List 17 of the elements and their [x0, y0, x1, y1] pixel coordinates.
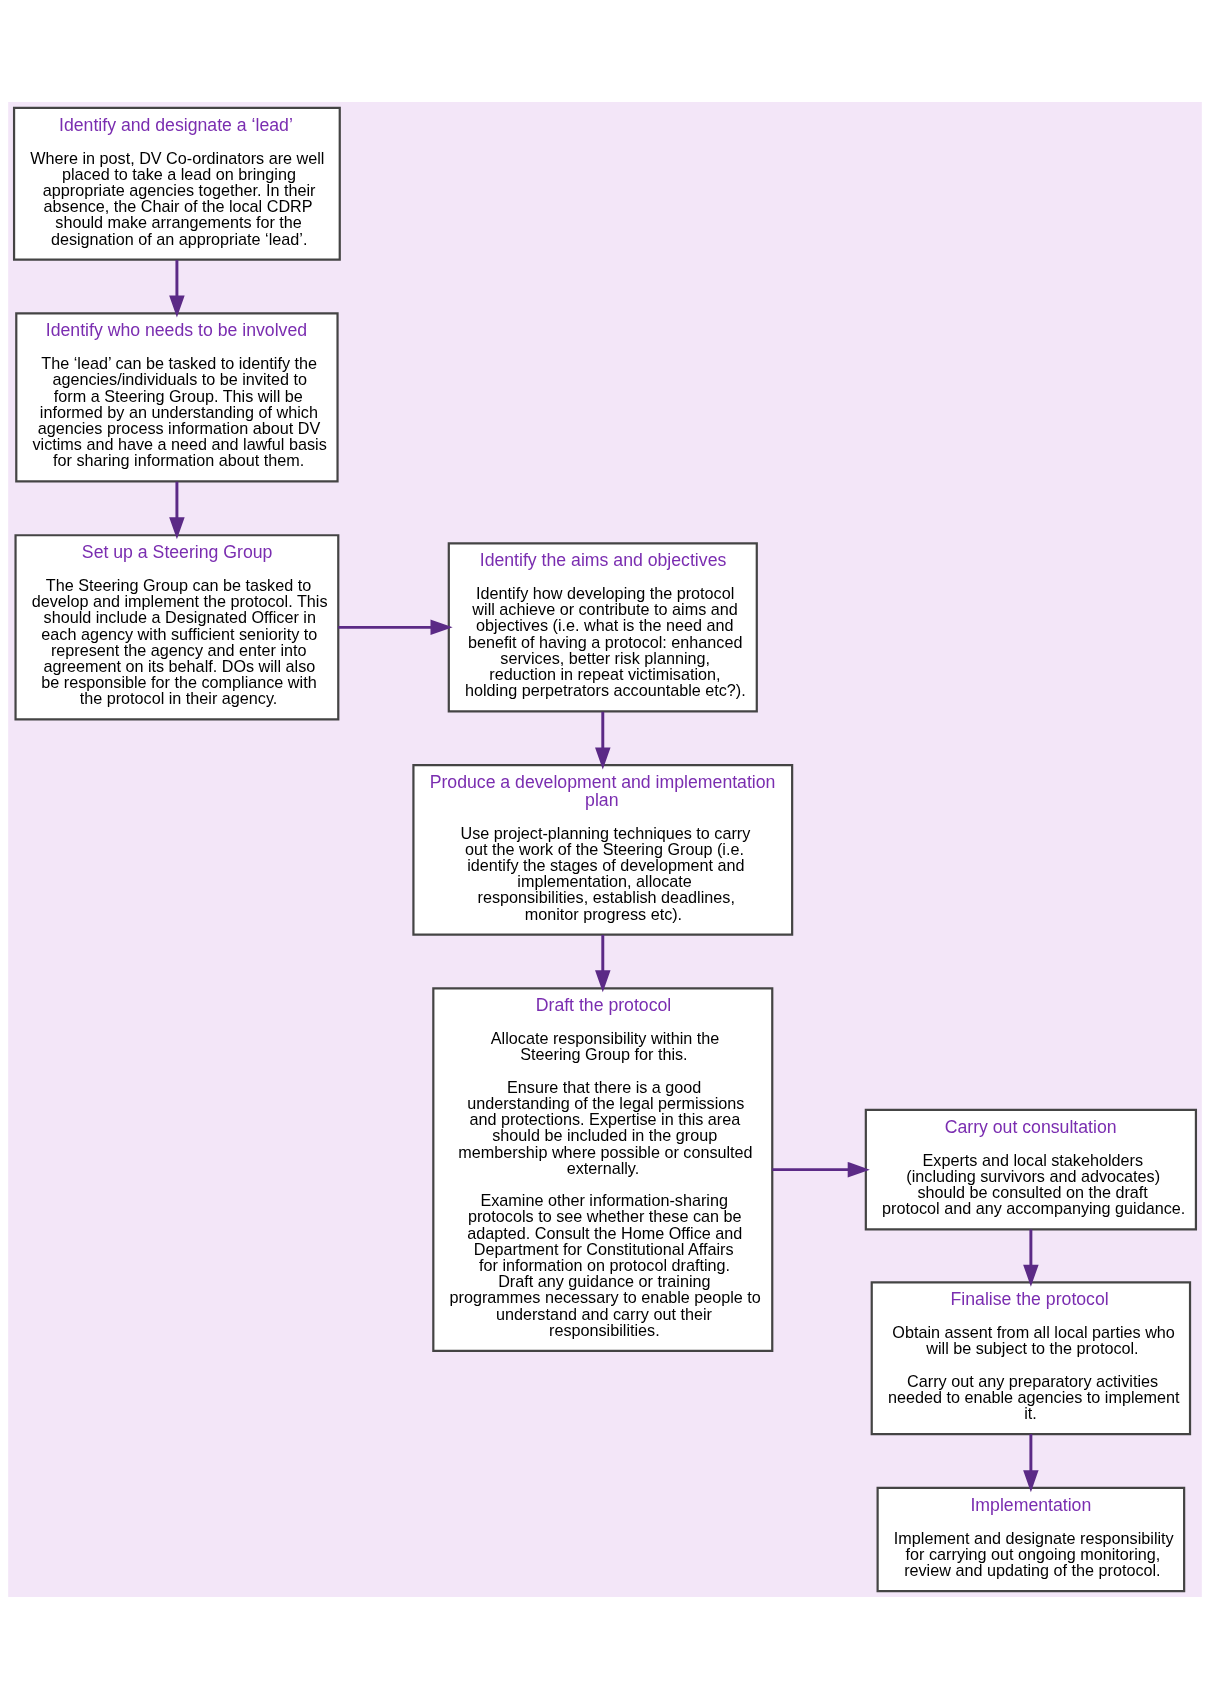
node-box: Produce a development and implementation plan Use project-planning techniques to carry out the work of the Steering Group (i.e. identify the stages of development and implementation, allocate responsibilities, establish deadlines, monitor progress etc).	[412, 763, 794, 936]
node-box: Carry out consultation Experts and local stakeholders (including survivors and advocates) should be consulted on the draft protocol and any accompanying guidance.	[864, 1108, 1198, 1230]
node-box: Identify and designate a ‘lead’ Where in post, DV Co-ordinators are well placed to take a lead on bringing appropriate agencies together. In their absence, the Chair of the local CDRP should make arrangements for the designation of an appropriate ‘lead’.	[12, 106, 341, 261]
node-box: Identify who needs to be involved The ‘lead’ can be tasked to identify the agencies/individuals to be invited to form a Steering Group. This will be informed by an understanding of which agencies process information about DV victims and have a need and lawful basis for sharing information about them.	[15, 311, 339, 483]
arrow	[595, 711, 611, 770]
node-box: Draft the protocol Allocate responsibility within the Steering Group for this. Ensure that there is a good understanding of the legal permissions and protections. Expertise in this area should be included in the group membership where possible or consulted externally. Examine other information-sharing protocols to see whether these can be adapted. Consult the Home Office and Department for Constitutional Affairs for information on protocol drafting. Draft any guidance or training programmes necessary to enable people to understand and carry out their responsibilities.	[432, 986, 774, 1352]
arrow	[338, 619, 453, 635]
node-box: Implementation Implement and designate responsibility for carrying out ongoing monitoring, review and updating of the protocol.	[876, 1486, 1186, 1592]
arrow	[169, 481, 185, 539]
node-box: Finalise the protocol Obtain assent from all local parties who will be subject to the protocol. Carry out any preparatory activities needed to enable agencies to implement it.	[870, 1280, 1192, 1435]
node-box: Set up a Steering Group The Steering Group can be tasked to develop and implement the protocol. This should include a Designated Officer in each agency with sufficient seniority to represent the agency and enter into agreement on its behalf. DOs will also be responsible for the compliance with the protocol in their agency.	[14, 533, 340, 721]
arrow	[772, 1161, 870, 1177]
arrow	[1023, 1433, 1039, 1492]
arrow	[1023, 1229, 1039, 1287]
node-box: Identify the aims and objectives Identify how developing the protocol will achieve or contribute to aims and objectives (i.e. what is the need and benefit of having a protocol: enhanced services, better risk planning, reduction in repeat victimisation, holding perpetrators accountable etc?).	[447, 541, 758, 712]
arrow	[595, 934, 611, 992]
arrow	[169, 259, 185, 318]
